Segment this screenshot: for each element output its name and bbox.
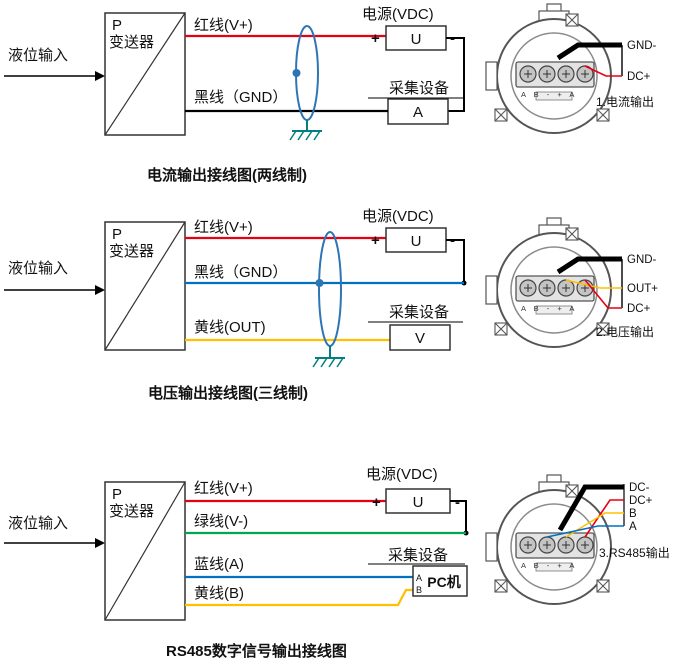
pin-label-3: DC+ bbox=[627, 303, 651, 315]
transmitter-p: P bbox=[112, 226, 122, 243]
wire-label-red: 红线(V+) bbox=[194, 219, 253, 236]
input-label: 液位输入 bbox=[8, 515, 68, 532]
collector-symbol: V bbox=[415, 330, 425, 347]
shield-dot bbox=[292, 69, 301, 77]
pin-label-1: DC- bbox=[629, 482, 650, 494]
plus-sign: + bbox=[371, 30, 380, 47]
wire-label-out: 黄线(OUT) bbox=[194, 319, 266, 336]
head-wire-blue bbox=[546, 525, 624, 538]
shield-dot bbox=[315, 279, 324, 287]
terminal-row-text: A B - + A bbox=[521, 90, 577, 99]
collector-box bbox=[387, 98, 449, 125]
terminal-row-text: A B - + A bbox=[521, 304, 577, 313]
collector-label: 采集设备 bbox=[389, 304, 449, 321]
pin-label-2: DC+ bbox=[627, 71, 651, 83]
head-cable-black bbox=[556, 256, 622, 275]
plus-sign: + bbox=[371, 232, 380, 249]
input-label: 液位输入 bbox=[8, 47, 68, 64]
transmitter-p: P bbox=[112, 486, 122, 503]
section-voltage-output: 液位输入 P 变送器 红线(V+) 电源(VDC) + U - 黑线（GND） … bbox=[4, 208, 658, 402]
wire-label-black: 黑线（GND） bbox=[194, 89, 287, 106]
power-label: 电源(VDC) bbox=[366, 466, 438, 483]
head-figure: A B - + A GND- DC+ 1.电流输出 bbox=[485, 3, 657, 134]
plus-sign: + bbox=[372, 494, 381, 511]
section-caption: RS485数字信号输出接线图 bbox=[166, 642, 347, 660]
figure-caption: 2.电压输出 bbox=[596, 324, 654, 339]
transmitter-diagonal bbox=[104, 12, 186, 136]
pin-label-4: A bbox=[629, 521, 637, 533]
minus-wire bbox=[446, 239, 465, 283]
collector-label: 采集设备 bbox=[388, 547, 448, 564]
head-cable-black bbox=[557, 484, 624, 532]
head-figure: A B - + A GND- OUT+ DC+ 2.电压输出 bbox=[485, 217, 658, 348]
head-cable-black bbox=[556, 42, 622, 61]
shield-ellipse bbox=[318, 231, 342, 347]
minus-wire bbox=[450, 500, 467, 533]
collector-symbol: PC机 bbox=[427, 574, 460, 590]
power-label: 电源(VDC) bbox=[362, 6, 434, 23]
transmitter-diagonal bbox=[104, 481, 186, 621]
wire-label-green: 绿线(V-) bbox=[194, 513, 248, 530]
head-wire-red bbox=[584, 65, 622, 77]
pin-label-2: OUT+ bbox=[627, 283, 658, 295]
pin-label-3: B bbox=[629, 508, 637, 520]
pin-label-2: DC+ bbox=[629, 495, 653, 507]
pin-label-1: GND- bbox=[627, 40, 657, 52]
pc-pin-b: B bbox=[416, 585, 422, 595]
head-wire-red bbox=[584, 279, 622, 309]
input-label: 液位输入 bbox=[8, 260, 68, 277]
yellow-wire bbox=[185, 588, 413, 607]
ground-symbol bbox=[289, 120, 322, 141]
wire-label-red: 红线(V+) bbox=[194, 17, 253, 34]
collector-box bbox=[412, 565, 468, 597]
power-symbol: U bbox=[411, 31, 422, 48]
power-label: 电源(VDC) bbox=[362, 208, 434, 225]
transmitter-name: 变送器 bbox=[109, 34, 154, 51]
wire-label-blue: 蓝线(A) bbox=[194, 556, 244, 573]
wire-label-yellow: 黄线(B) bbox=[194, 585, 244, 602]
terminal-row-text: A B - + A bbox=[521, 561, 577, 570]
section-caption: 电压输出接线图(三线制) bbox=[148, 384, 308, 402]
minus-wire bbox=[446, 37, 465, 112]
transmitter-p: P bbox=[112, 17, 122, 34]
collector-symbol: A bbox=[413, 104, 423, 121]
transmitter-diagonal bbox=[104, 221, 186, 351]
power-box bbox=[385, 25, 447, 51]
wire-label-red: 红线(V+) bbox=[194, 480, 253, 497]
section-current-output: 液位输入 P 变送器 红线(V+) 电源(VDC) + U - 采集设备 A 黑… bbox=[4, 3, 657, 184]
figure-caption: 3.RS485输出 bbox=[599, 545, 670, 560]
section-caption: 电流输出接线图(两线制) bbox=[147, 166, 307, 184]
collector-label: 采集设备 bbox=[389, 80, 449, 97]
power-symbol: U bbox=[413, 494, 424, 511]
transmitter-name: 变送器 bbox=[109, 243, 154, 260]
ground-symbol bbox=[312, 346, 345, 368]
head-wire-yellow bbox=[565, 512, 624, 538]
head-wire-red bbox=[584, 499, 624, 538]
power-box bbox=[385, 488, 451, 514]
head-figure: A B - + A DC- DC+ B A 3.RS485输出 bbox=[485, 474, 670, 605]
input-arrowhead bbox=[95, 71, 105, 81]
transmitter-name: 变送器 bbox=[109, 503, 154, 520]
power-symbol: U bbox=[411, 233, 422, 250]
wire-label-gnd: 黑线（GND） bbox=[194, 264, 287, 281]
figure-caption: 1.电流输出 bbox=[596, 94, 654, 109]
section-rs485-output: 液位输入 P 变送器 红线(V+) 电源(VDC) + U - 绿线(V-) 蓝… bbox=[4, 466, 670, 660]
pc-pin-a: A bbox=[416, 573, 422, 583]
head-wire-yellow bbox=[565, 279, 622, 289]
collector-box bbox=[389, 324, 451, 351]
input-arrowhead bbox=[95, 538, 105, 548]
minus-sign: - bbox=[455, 494, 460, 511]
pin-label-1: GND- bbox=[627, 254, 657, 266]
input-arrowhead bbox=[95, 285, 105, 295]
